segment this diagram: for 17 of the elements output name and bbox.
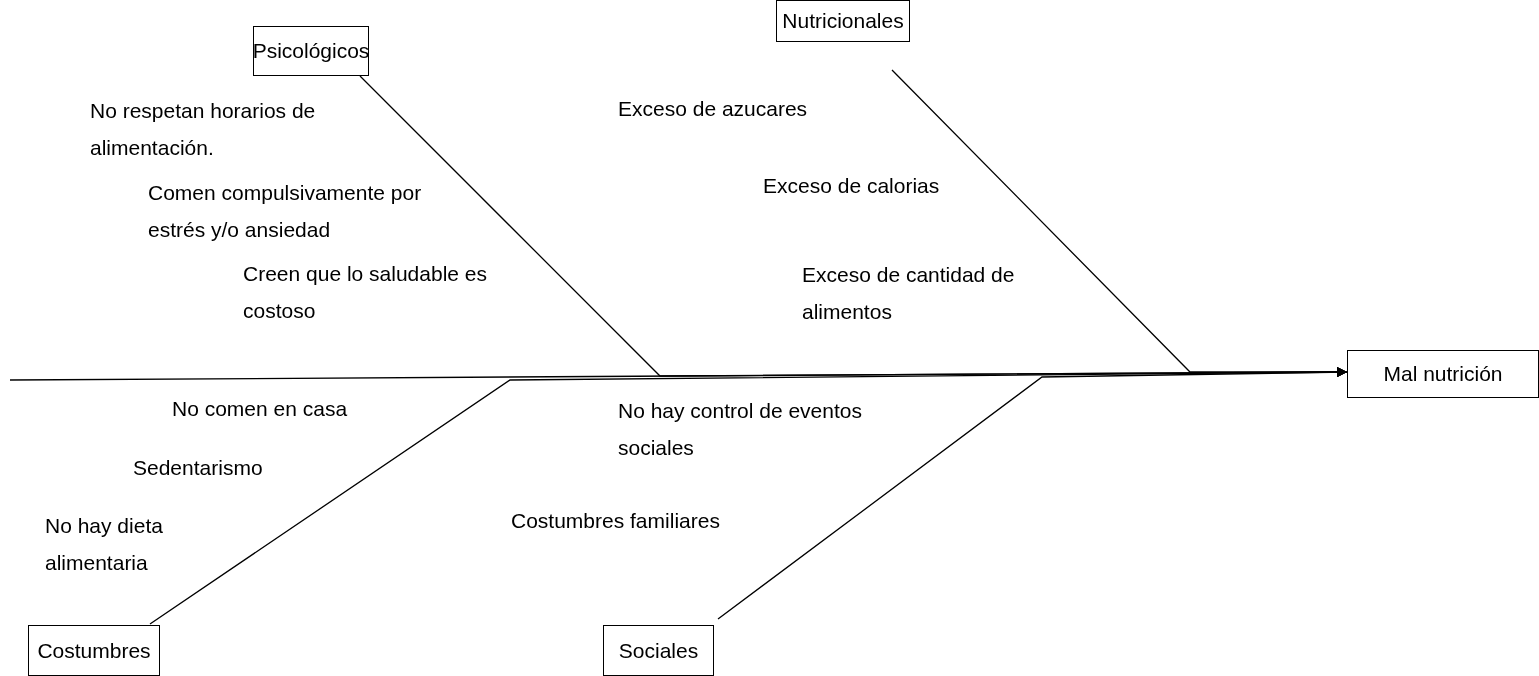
cause-text: No respetan horarios de alimentación.	[90, 98, 317, 161]
cause-text: Exceso de cantidad de alimentos	[802, 262, 1016, 325]
branch-line	[717, 367, 1348, 620]
cause-text: Costumbres familiares	[511, 508, 720, 534]
cause-text: No comen en casa	[172, 396, 348, 422]
category-box: Nutricionales	[776, 0, 910, 42]
category-box: Costumbres	[28, 625, 160, 676]
cause-text: No hay dieta alimentaria	[45, 513, 164, 576]
cause-text: Exceso de azucares	[618, 96, 808, 122]
category-box: Psicológicos	[253, 26, 369, 76]
cause-text: No hay control de eventos sociales	[618, 398, 863, 461]
cause-text: Sedentarismo	[133, 455, 263, 481]
category-box: Sociales	[603, 625, 714, 676]
cause-text: Creen que lo saludable es costoso	[243, 261, 488, 324]
cause-text: Comen compulsivamente por estrés y/o ansiedad	[148, 180, 423, 243]
cause-text: Exceso de calorias	[763, 173, 940, 199]
effect-box: Mal nutrición	[1347, 350, 1539, 398]
